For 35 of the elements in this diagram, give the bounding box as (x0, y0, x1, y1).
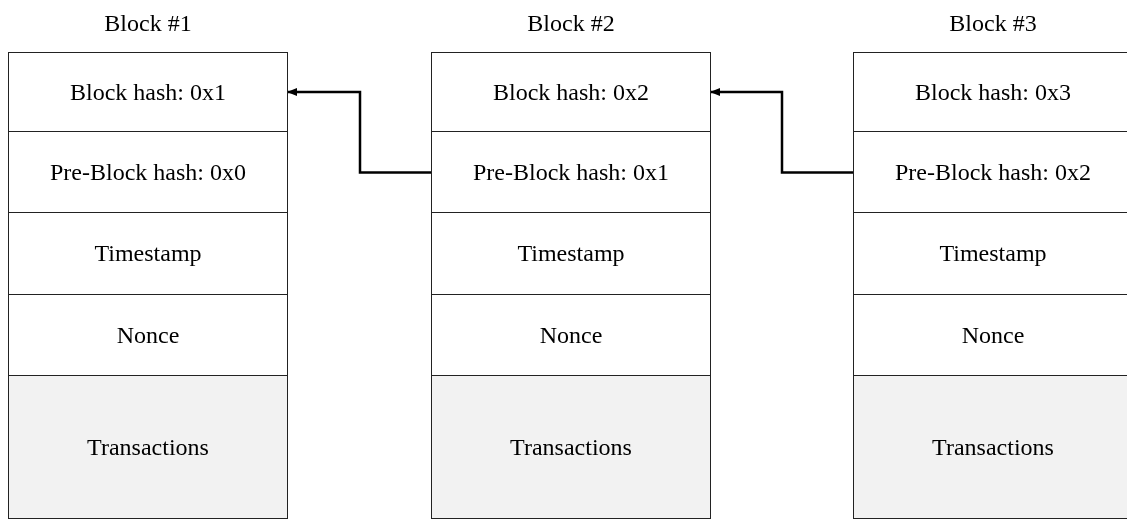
field-cell (8, 213, 288, 295)
field-label: Block hash: 0x2 (493, 78, 649, 106)
field-cell (8, 376, 288, 519)
field-label: Block hash: 0x1 (70, 78, 226, 106)
arrow (287, 88, 431, 174)
field-label: Pre-Block hash: 0x1 (473, 158, 669, 186)
field-cell (853, 52, 1127, 132)
field-label: Transactions (932, 433, 1054, 461)
field-label: Pre-Block hash: 0x0 (50, 158, 246, 186)
field-cell (853, 376, 1127, 519)
field-cell (853, 295, 1127, 376)
field-label: Block hash: 0x3 (915, 78, 1071, 106)
field-cell (8, 295, 288, 376)
arrow (710, 88, 853, 174)
field-label: Timestamp (939, 240, 1047, 267)
field-cell (8, 132, 288, 213)
field-cell (431, 376, 711, 519)
field-label: Transactions (87, 433, 209, 461)
field-label: Nonce (116, 321, 180, 349)
block-title: Block #2 (527, 9, 615, 38)
field-cell (431, 213, 711, 295)
field-label: Timestamp (94, 240, 202, 267)
field-label: Timestamp (517, 240, 625, 267)
block-title: Block #1 (104, 9, 192, 38)
field-cell (431, 52, 711, 132)
field-cell (431, 295, 711, 376)
field-label: Nonce (539, 321, 603, 349)
field-cell (853, 213, 1127, 295)
field-label: Nonce (961, 321, 1025, 349)
field-cell (431, 132, 711, 213)
block-title: Block #3 (949, 9, 1037, 38)
field-label: Pre-Block hash: 0x2 (895, 158, 1091, 186)
field-label: Transactions (510, 433, 632, 461)
field-cell (8, 52, 288, 132)
field-cell (853, 132, 1127, 213)
